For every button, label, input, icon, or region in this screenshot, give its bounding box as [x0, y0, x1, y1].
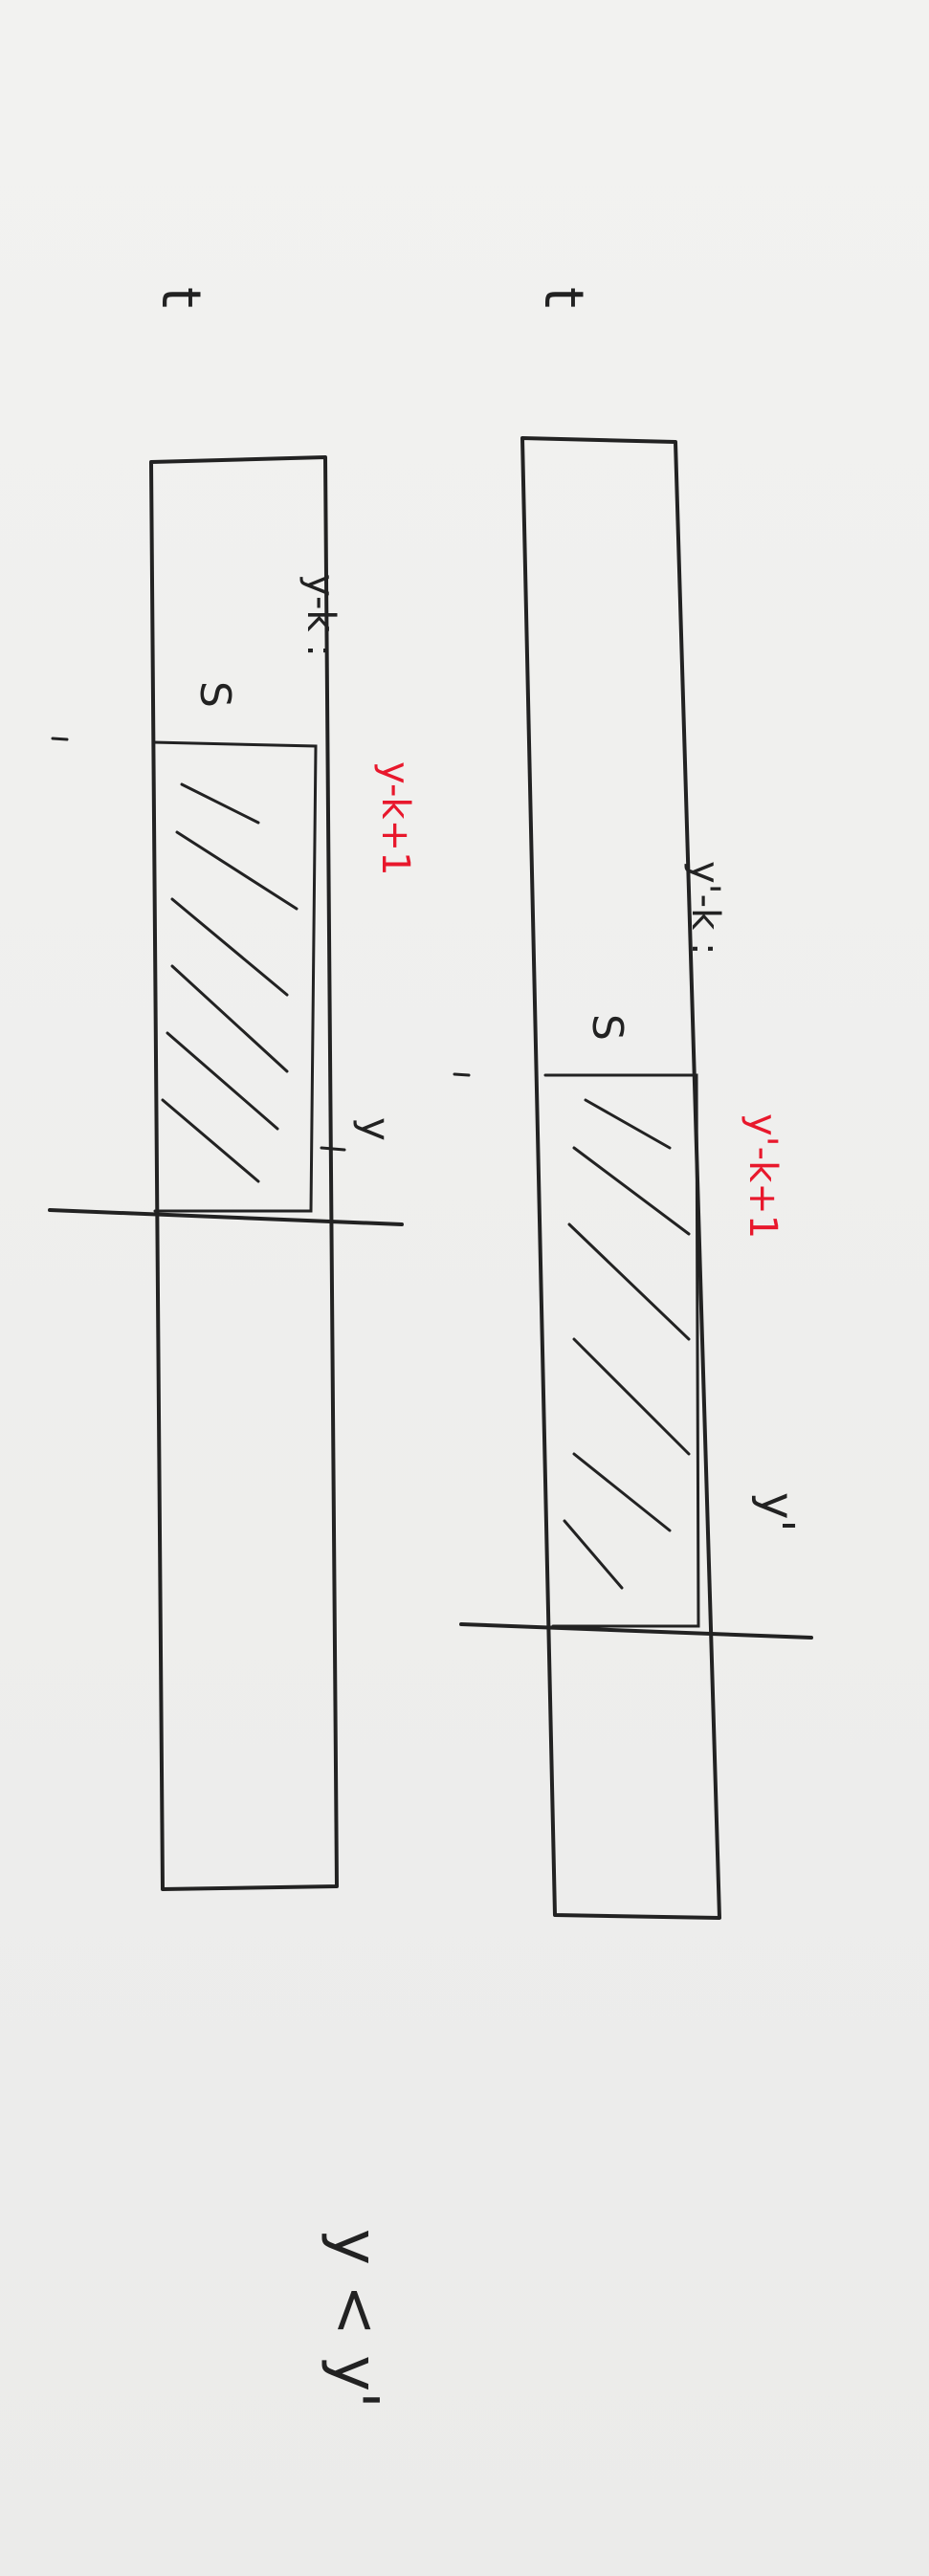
strip-right-name: t: [532, 287, 594, 308]
strip-t-end-hook: [320, 1146, 346, 1152]
strip-t-dash-guide: [51, 737, 69, 741]
strip-right-range-start: y'-k :: [683, 861, 727, 955]
strip-right-labels: t S y'-k : y'-k+1 y': [532, 287, 804, 1532]
strip-t-labels: t S y-k : y-k+1 y: [149, 287, 417, 1141]
strip-right-end-label: y': [750, 1492, 804, 1532]
strip-t-end-tick: [48, 1208, 404, 1226]
strip-t: [48, 455, 404, 1891]
strip-t-range-start: y-k :: [299, 574, 343, 657]
strip-right-outline: [520, 436, 721, 1920]
strip-right-window: [543, 1073, 700, 1628]
strip-t-outline: [149, 455, 339, 1891]
strip-t-name: t: [149, 287, 211, 308]
condition-inequality: y < y': [320, 2229, 390, 2409]
strip-right-range-correction: y'-k+1: [741, 1113, 785, 1239]
strip-right: [453, 436, 813, 1920]
strip-right-dash-guide: [453, 1072, 471, 1077]
strip-right-end-tick: [459, 1622, 813, 1640]
strip-t-window-start: S: [190, 681, 239, 708]
strip-t-end-label: y: [352, 1117, 399, 1141]
strip-t-hatching: [161, 782, 299, 1183]
strip-t-range-correction: y-k+1: [373, 761, 417, 876]
strip-t-window: [151, 740, 318, 1213]
strip-right-hatching: [563, 1098, 691, 1590]
strip-right-window-start: S: [583, 1014, 631, 1041]
